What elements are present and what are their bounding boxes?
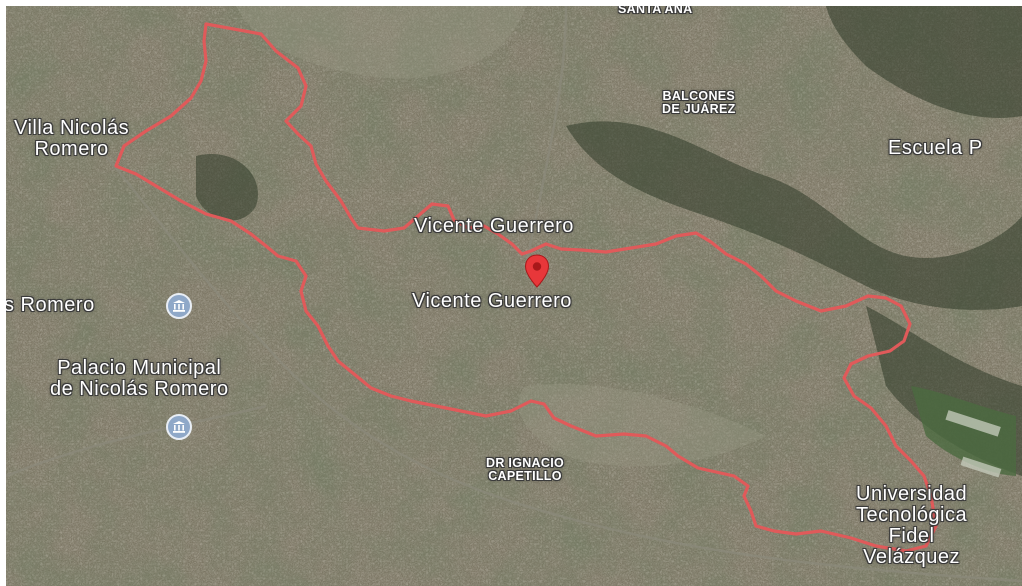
label-vicente-guerrero-top[interactable]: Vicente Guerrero <box>414 215 574 237</box>
label-uni-line3: Fidel <box>888 525 935 547</box>
satellite-map[interactable]: SANTA ANA BALCONES DE JUÁREZ Villa Nicol… <box>6 6 1022 586</box>
label-escuela[interactable]: Escuela P <box>888 137 983 159</box>
label-palacio-line2: de Nicolás Romero <box>50 378 229 400</box>
label-dr-ignacio-capetillo: DR IGNACIO CAPETILLO <box>486 456 564 484</box>
label-vicente-guerrero-pin[interactable]: Vicente Guerrero <box>412 290 572 312</box>
label-universidad-tecnologica[interactable]: Universidad Tecnológica Fidel Velázquez <box>856 484 967 568</box>
label-villa-nicolas-romero[interactable]: Villa Nicolás Romero <box>14 118 129 160</box>
label-palacio-line1: Palacio Municipal <box>57 357 222 379</box>
label-palacio-municipal[interactable]: Palacio Municipal de Nicolás Romero <box>50 358 229 400</box>
label-capetillo-line1: DR IGNACIO <box>486 456 564 470</box>
label-uni-line1: Universidad <box>856 483 968 505</box>
label-balcones-line2: DE JUÁREZ <box>662 102 736 117</box>
label-villa-line2: Romero <box>34 138 109 160</box>
government-building-icon <box>173 300 185 312</box>
label-romero-left[interactable]: s Romero <box>6 294 95 316</box>
government-building-icon <box>173 421 185 433</box>
government-building-poi-2[interactable] <box>166 414 192 440</box>
label-capetillo-line2: CAPETILLO <box>488 469 562 484</box>
location-pin[interactable] <box>524 254 550 293</box>
label-uni-line4: Velázquez <box>863 546 960 568</box>
label-villa-line1: Villa Nicolás <box>14 117 130 139</box>
satellite-imagery <box>6 6 1022 586</box>
route-outline <box>114 22 938 553</box>
label-balcones-line1: BALCONES <box>662 89 736 103</box>
label-balcones-de-juarez: BALCONES DE JUÁREZ <box>662 89 736 117</box>
location-pin-icon <box>524 254 550 288</box>
government-building-poi-1[interactable] <box>166 293 192 319</box>
label-santa-ana: SANTA ANA <box>618 6 693 16</box>
label-uni-line2: Tecnológica <box>856 504 968 526</box>
